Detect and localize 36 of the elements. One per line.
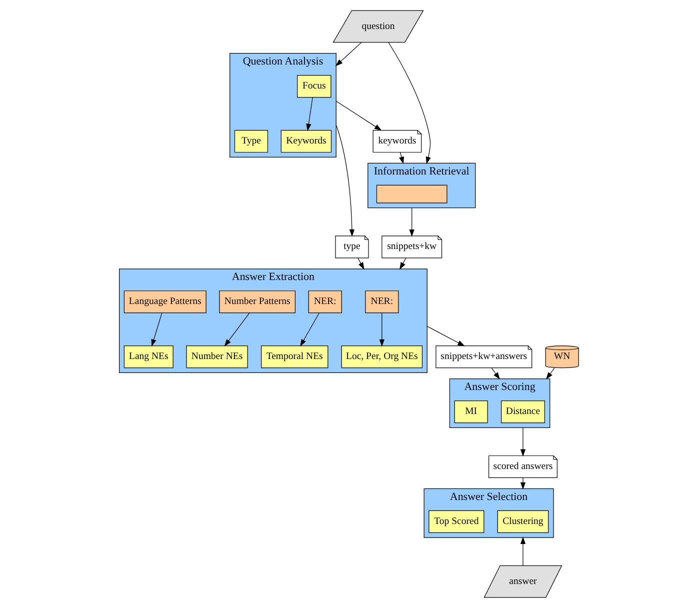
arrow <box>336 124 355 237</box>
arrow <box>520 536 526 566</box>
arrow <box>520 478 526 490</box>
arrow <box>151 312 162 347</box>
cluster: Information Retrieval <box>368 162 476 208</box>
arrow <box>224 312 250 347</box>
arrow <box>400 258 406 270</box>
arrow <box>358 258 364 270</box>
arrow <box>388 42 431 164</box>
node-box: NER: <box>365 290 399 314</box>
arrow <box>335 42 362 66</box>
node-box: Clustering <box>497 510 549 533</box>
node-box: Keywords <box>280 130 332 153</box>
arrow <box>399 152 404 164</box>
arrow <box>336 100 382 131</box>
arrow <box>409 208 414 237</box>
node-box: Number Patterns <box>219 290 296 314</box>
arrow <box>426 326 465 346</box>
arrow <box>491 368 500 380</box>
node-box: MI <box>454 400 488 424</box>
node-box: Type <box>234 130 268 153</box>
node-box: Number NEs <box>186 346 248 368</box>
node-box: Top Scored <box>428 510 484 533</box>
arrow <box>520 427 526 457</box>
node-box: Loc, Per, Org NEs <box>341 346 423 368</box>
node-box: Focus <box>297 75 332 98</box>
arrow <box>379 312 384 347</box>
node-box: Temporal NEs <box>261 346 328 368</box>
node-box: NER: <box>308 290 342 314</box>
node-box: Language Patterns <box>124 290 206 314</box>
node-box: Distance <box>501 400 545 424</box>
arrow <box>300 312 320 347</box>
arrow <box>306 97 313 132</box>
node-box <box>376 184 448 204</box>
arrow <box>546 368 555 380</box>
node-box: Lang NEs <box>124 346 174 368</box>
